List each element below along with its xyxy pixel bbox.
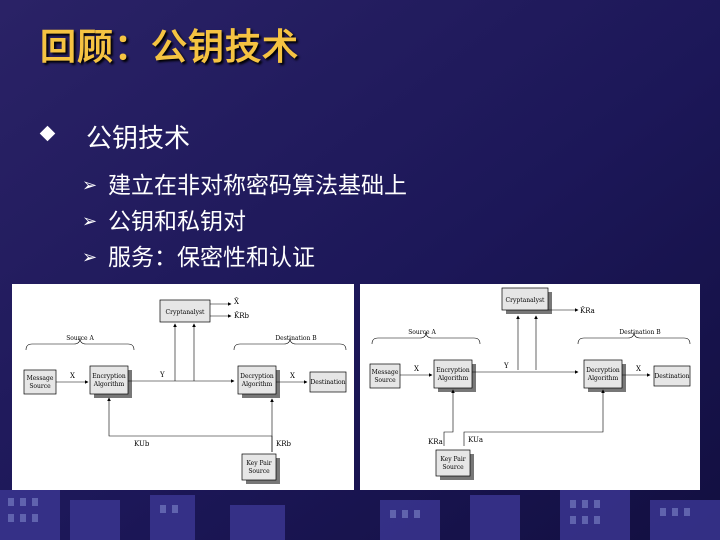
authentication-diagram: Cryptanalyst K̂Ra Source A Destination B… — [369, 287, 691, 480]
sub-bullet: ➢ 服务：保密性和认证 — [82, 238, 315, 272]
svg-text:Source: Source — [374, 377, 396, 384]
svg-text:Source A: Source A — [408, 329, 436, 336]
svg-text:Source: Source — [442, 464, 464, 471]
arrow-bullet-icon: ➢ — [82, 175, 98, 196]
arrow-bullet-icon: ➢ — [82, 211, 98, 232]
svg-text:K̂Ra: K̂Ra — [580, 307, 595, 315]
svg-text:Algorithm: Algorithm — [93, 381, 125, 388]
svg-text:Source: Source — [248, 468, 270, 475]
key-pair-source-box: Key Pair Source — [435, 449, 474, 480]
destination-b-label: Destination B — [275, 335, 317, 342]
message-source-box: Message Source — [369, 363, 401, 389]
key-pair-source-box: Key Pair Source — [241, 453, 280, 484]
decryption-algorithm-box: Decryption Algorithm — [237, 365, 280, 398]
sub-bullet-text: 服务：保密性和认证 — [108, 245, 315, 271]
svg-text:Algorithm: Algorithm — [437, 375, 469, 382]
svg-text:Cryptanalyst: Cryptanalyst — [506, 297, 546, 304]
encryption-algorithm-box: Encryption Algorithm — [89, 365, 132, 398]
sub-bullet-text: 公钥和私钥对 — [108, 209, 246, 235]
svg-text:Encryption: Encryption — [92, 373, 126, 380]
destination-box: Destination — [309, 371, 347, 393]
encryption-diagram-panel: Cryptanalyst X̂ K̂Rb Source A Destinatio… — [12, 284, 354, 490]
svg-text:Y: Y — [159, 371, 165, 379]
source-a-label: Source A — [66, 335, 94, 342]
encryption-diagram: Cryptanalyst X̂ K̂Rb Source A Destinatio… — [23, 298, 347, 484]
svg-text:KRb: KRb — [276, 440, 292, 448]
authentication-diagram-panel: Cryptanalyst K̂Ra Source A Destination B… — [360, 284, 700, 490]
svg-text:Algorithm: Algorithm — [587, 375, 619, 382]
svg-text:Key Pair: Key Pair — [246, 460, 271, 467]
svg-text:X: X — [70, 372, 75, 380]
sub-bullet: ➢ 公钥和私钥对 — [82, 202, 246, 236]
svg-text:Decryption: Decryption — [586, 367, 620, 374]
kr-hat-label: K̂Rb — [234, 312, 250, 320]
svg-text:KRa: KRa — [428, 438, 443, 446]
slide-title: 回顾：公钥技术 — [40, 27, 300, 68]
sub-bullet-text: 建立在非对称密码算法基础上 — [108, 173, 407, 199]
decryption-algorithm-box: Decryption Algorithm — [583, 359, 626, 392]
svg-text:X: X — [414, 365, 419, 373]
arrow-bullet-icon: ➢ — [82, 247, 98, 268]
encryption-algorithm-box: Encryption Algorithm — [433, 359, 476, 392]
message-source-box: Message Source — [23, 369, 57, 395]
destination-box: Destination — [653, 365, 691, 387]
svg-text:Source: Source — [29, 383, 51, 390]
svg-text:Destination: Destination — [310, 379, 345, 386]
svg-text:Destination: Destination — [654, 373, 689, 380]
cryptanalyst-label: Cryptanalyst — [166, 309, 206, 316]
cryptanalyst-box: Cryptanalyst — [501, 287, 552, 314]
svg-text:Decryption: Decryption — [240, 373, 274, 380]
svg-text:Message: Message — [27, 375, 54, 382]
svg-text:X: X — [636, 365, 641, 373]
svg-text:KUb: KUb — [134, 440, 150, 448]
cryptanalyst-box: Cryptanalyst — [159, 299, 211, 323]
svg-text:X: X — [290, 372, 295, 380]
svg-text:Encryption: Encryption — [436, 367, 470, 374]
x-hat-label: X̂ — [234, 298, 239, 306]
svg-text:Key Pair: Key Pair — [440, 456, 465, 463]
svg-text:Message: Message — [372, 369, 399, 376]
svg-text:KUa: KUa — [468, 436, 483, 444]
main-bullet-text: 公钥技术 — [86, 124, 191, 154]
svg-text:Destination B: Destination B — [619, 329, 661, 336]
svg-text:Algorithm: Algorithm — [241, 381, 273, 388]
svg-text:Y: Y — [503, 362, 509, 370]
sub-bullet: ➢ 建立在非对称密码算法基础上 — [82, 166, 407, 200]
